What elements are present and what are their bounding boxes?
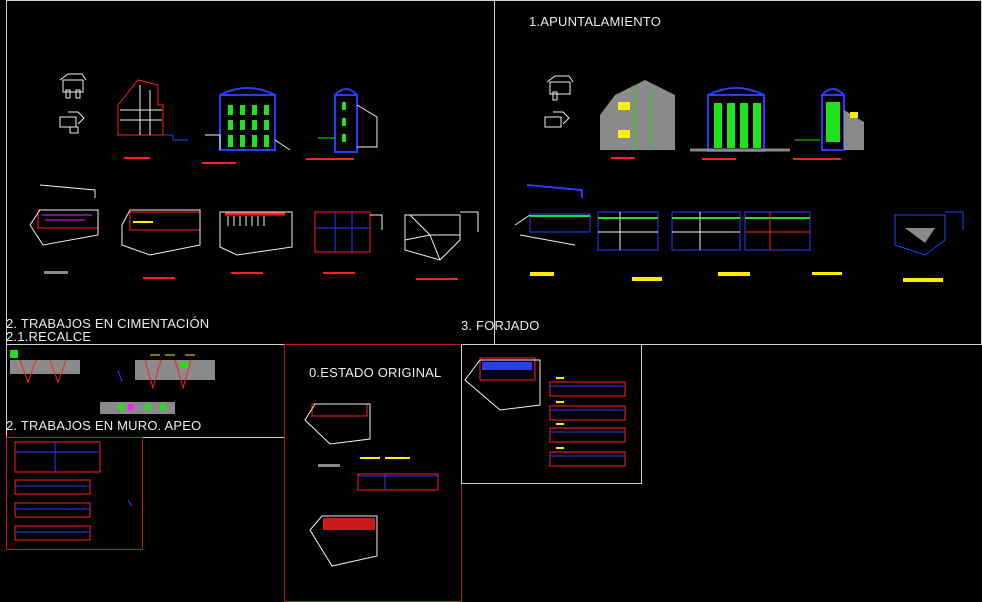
shored-section [600, 80, 675, 159]
floor-plan-3 [219, 211, 293, 274]
shored-front-elevation [690, 87, 790, 160]
shored-side-elevation [793, 88, 864, 160]
section-drawing [117, 79, 188, 159]
shored-plan-2 [597, 211, 662, 281]
frame-forjado [461, 344, 642, 484]
shored-plan-5 [894, 211, 964, 282]
section-title-muro-apeo: 2. TRABAJOS EN MURO. APEO [6, 418, 202, 433]
key-plan-icon [59, 73, 87, 134]
forjado-details [464, 357, 626, 467]
front-elevation [202, 87, 291, 164]
roof-plan [404, 211, 479, 280]
shored-plan-4 [744, 211, 842, 275]
floor-plan-1 [29, 184, 99, 274]
section-title-recalce: 2.1.RECALCE [6, 329, 92, 344]
estado-original-plans [304, 403, 439, 567]
section-title-estado-original: 0.ESTADO ORIGINAL [309, 365, 442, 380]
section-title-cimentacion: 2. TRABAJOS EN CIMENTACIÓN [6, 316, 210, 331]
floor-plan-2 [121, 209, 201, 279]
recalce-details [10, 350, 215, 414]
key-plan-icon-right [544, 75, 574, 128]
section-title-forjado: 3. FORJADO [461, 318, 540, 333]
shored-plan-3 [671, 211, 750, 276]
section-title-apuntalamiento: 1.APUNTALAMIENTO [529, 14, 662, 29]
floor-plan-4 [314, 211, 383, 274]
shored-plan-1 [514, 184, 591, 276]
frame-muro-apeo [6, 437, 143, 550]
side-elevation [306, 88, 378, 160]
apeo-details [14, 441, 133, 541]
